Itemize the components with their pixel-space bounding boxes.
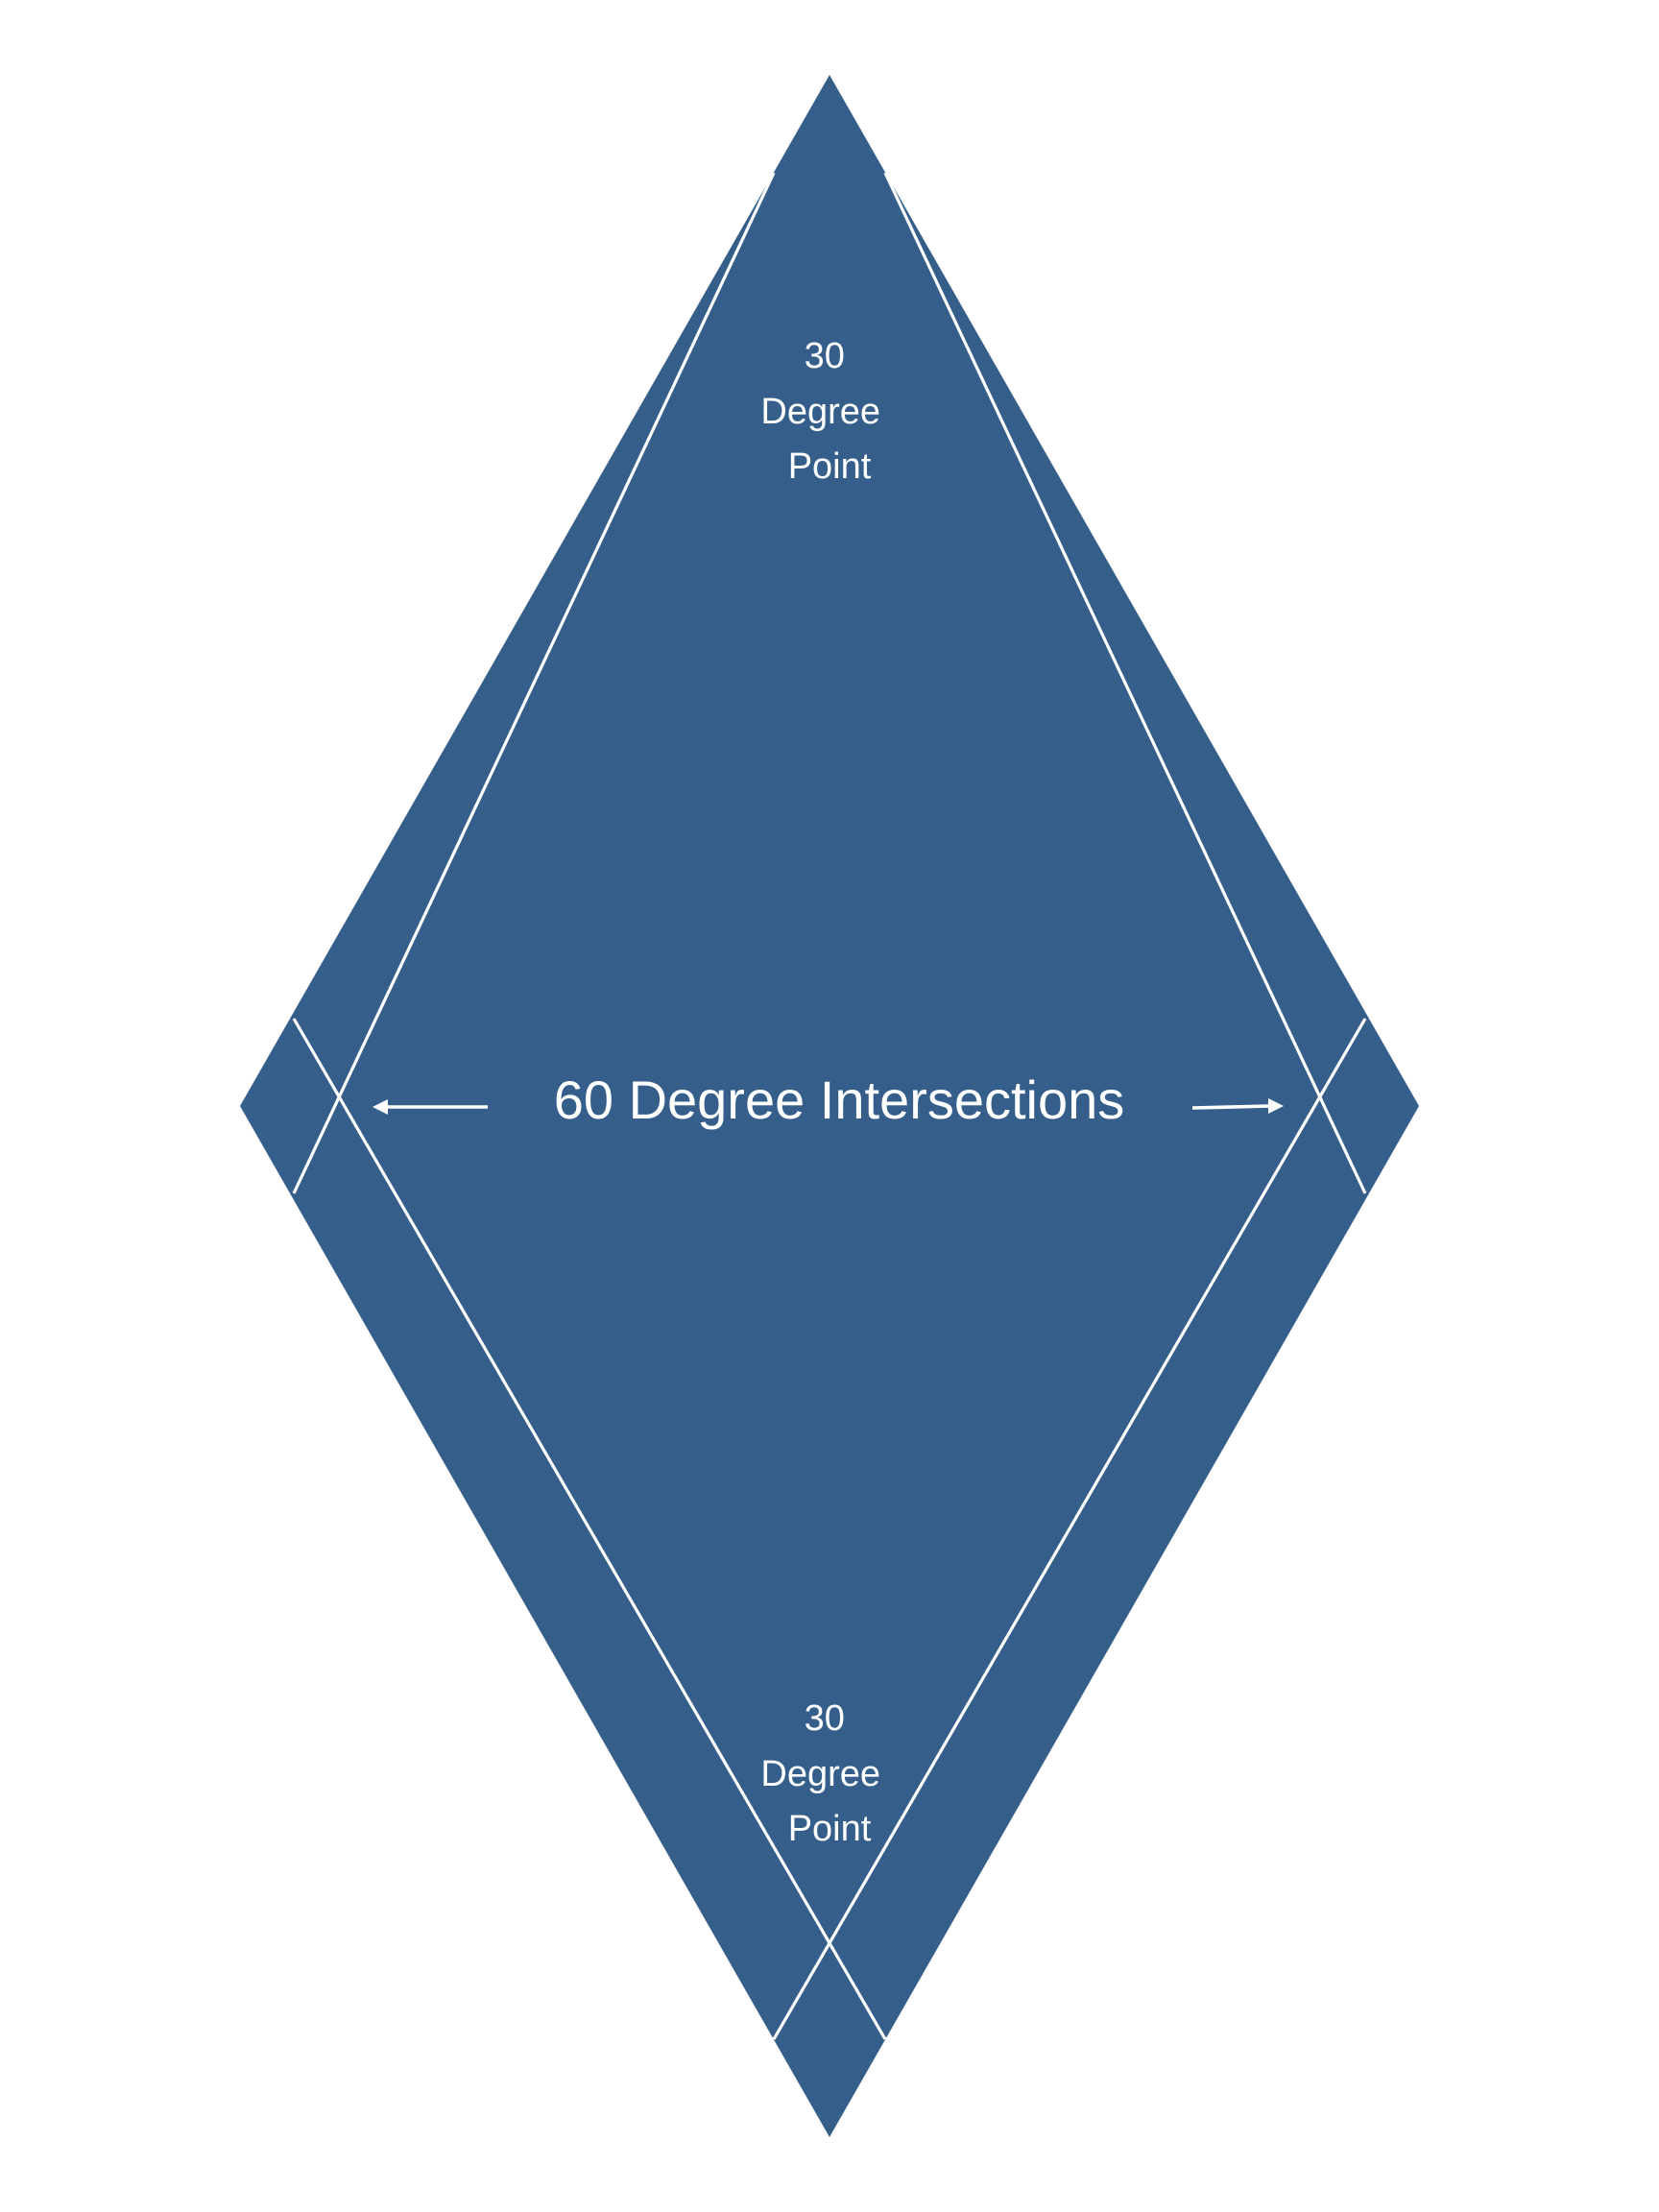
bottom-point-line1: 30 <box>805 1698 845 1739</box>
top-point-line1: 30 <box>805 336 845 376</box>
bottom-point-label: 30 Degree Point <box>760 1698 890 1849</box>
intersections-label: 60 Degree Intersections <box>554 1070 1125 1130</box>
top-point-line3: Point <box>788 446 872 487</box>
arrow-right-icon <box>1191 1098 1284 1114</box>
diamond-shape <box>240 75 1419 2137</box>
arrow-left-icon <box>373 1099 488 1115</box>
seam-top-right <box>883 172 1367 1194</box>
top-point-line2: Degree <box>760 392 880 432</box>
top-point-label: 30 Degree Point <box>760 336 890 487</box>
seam-top-left <box>292 172 776 1194</box>
seam-bottom-right <box>772 1018 1367 2040</box>
bottom-point-line2: Degree <box>760 1754 880 1794</box>
seam-lines <box>292 172 1367 2040</box>
bottom-point-line3: Point <box>788 1809 872 1849</box>
seam-bottom-left <box>292 1018 887 2040</box>
